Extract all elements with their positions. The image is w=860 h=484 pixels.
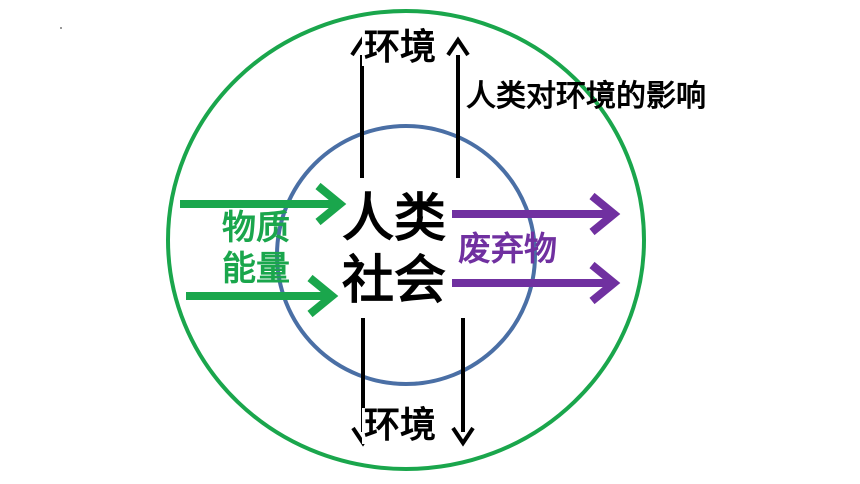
human-impact-label: 人类对环境的影响 xyxy=(466,79,706,114)
input-arrow-bottom xyxy=(186,274,339,318)
output-arrow-top xyxy=(452,192,621,236)
output-label-waste: 废弃物 xyxy=(458,229,557,268)
environment-label-bottom: 环境 xyxy=(362,405,439,446)
environment-label-top: 环境 xyxy=(362,27,439,68)
arrow-up-right xyxy=(446,36,470,178)
arrow-down-right xyxy=(451,318,475,447)
outer-environment-circle xyxy=(166,9,646,471)
input-label-matter: 物质 xyxy=(222,208,290,248)
input-arrow-top xyxy=(180,182,347,226)
output-arrow-bottom xyxy=(452,261,621,305)
stray-dot xyxy=(60,27,62,29)
inner-society-circle xyxy=(275,124,537,386)
center-label-society: 社会 xyxy=(342,251,447,311)
input-label-energy: 能量 xyxy=(222,249,290,289)
center-label-humans: 人类 xyxy=(342,189,447,249)
